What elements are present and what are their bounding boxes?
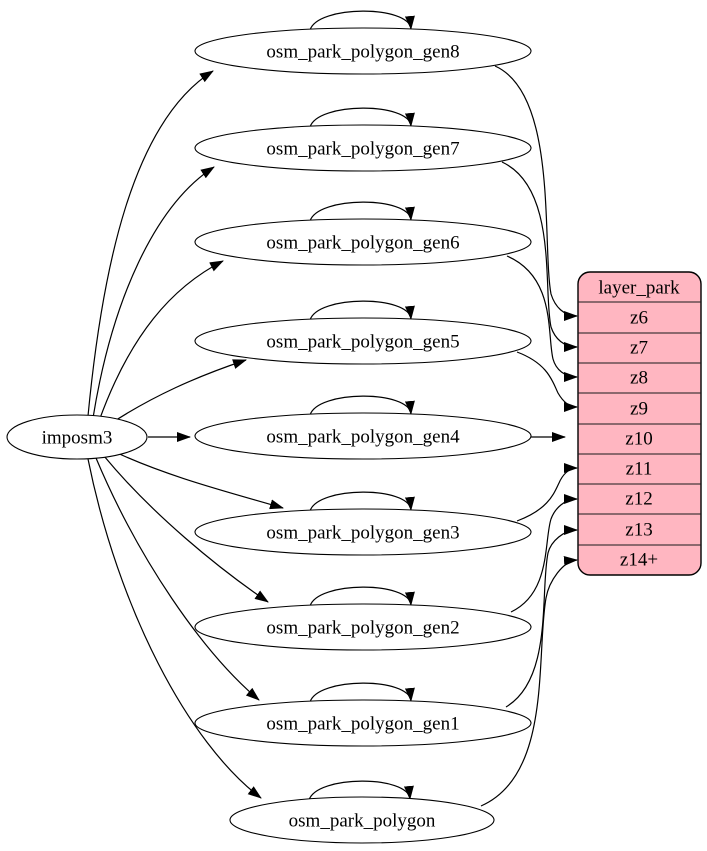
edge-imposm3-gen7 bbox=[92, 166, 215, 419]
node-osm-park-polygon-gen8: osm_park_polygon_gen8 bbox=[194, 27, 532, 75]
row-z11: z11 bbox=[626, 459, 653, 480]
row-z8: z8 bbox=[630, 368, 648, 389]
edge-gen8-z6 bbox=[494, 65, 578, 321]
edge-gen6-z8 bbox=[506, 255, 578, 382]
edge-gen7-z7 bbox=[501, 161, 578, 352]
gen3-ellipse bbox=[194, 508, 532, 556]
selfloop-gen4 bbox=[309, 395, 415, 416]
gen8-label: osm_park_polygon_gen8 bbox=[266, 42, 459, 63]
gen8-ellipse bbox=[194, 27, 532, 75]
gen6-label: osm_park_polygon_gen6 bbox=[266, 233, 459, 254]
gen2-label: osm_park_polygon_gen2 bbox=[266, 618, 459, 639]
edge-imposm3-gen3 bbox=[112, 450, 284, 510]
edge-polygon-z14 bbox=[480, 555, 578, 807]
edge-imposm3-gen6 bbox=[98, 260, 224, 422]
gen5-label: osm_park_polygon_gen5 bbox=[266, 332, 459, 353]
polygon-ellipse bbox=[229, 796, 495, 844]
selfloop-gen8 bbox=[309, 10, 415, 31]
row-z14: z14+ bbox=[620, 550, 658, 571]
gen6-ellipse bbox=[194, 218, 532, 266]
edge-gen3-z11 bbox=[516, 463, 578, 522]
row-z7: z7 bbox=[630, 338, 648, 359]
self-loop-edges bbox=[308, 10, 415, 801]
row-z6: z6 bbox=[630, 308, 648, 329]
row-z9: z9 bbox=[630, 399, 648, 420]
polygon-label: osm_park_polygon bbox=[289, 811, 436, 832]
gen7-ellipse bbox=[194, 124, 532, 172]
node-osm-park-polygon-gen2: osm_park_polygon_gen2 bbox=[194, 603, 532, 651]
edge-imposm3-gen8 bbox=[87, 70, 214, 417]
imposm3-ellipse bbox=[6, 414, 148, 460]
row-z10: z10 bbox=[625, 429, 652, 450]
layer-park-title: layer_park bbox=[598, 278, 680, 299]
row-z13: z13 bbox=[625, 520, 652, 541]
edge-gen2-z12 bbox=[510, 494, 578, 613]
gen7-label: osm_park_polygon_gen7 bbox=[266, 139, 459, 160]
gen4-ellipse bbox=[194, 412, 532, 460]
node-osm-park-polygon-gen4: osm_park_polygon_gen4 bbox=[194, 412, 532, 460]
gen1-label: osm_park_polygon_gen1 bbox=[266, 714, 459, 735]
selfloop-gen7 bbox=[309, 107, 415, 128]
imposm3-label: imposm3 bbox=[42, 428, 113, 449]
gen1-ellipse bbox=[194, 699, 532, 747]
edges-to-layer bbox=[480, 65, 578, 807]
edge-gen1-z13 bbox=[505, 525, 578, 708]
gen5-ellipse bbox=[194, 317, 532, 365]
gen3-label: osm_park_polygon_gen3 bbox=[266, 523, 459, 544]
edges-from-source bbox=[87, 70, 284, 799]
edge-imposm3-gen1 bbox=[95, 457, 260, 701]
node-osm-park-polygon-gen1: osm_park_polygon_gen1 bbox=[194, 699, 532, 747]
selfloop-gen1 bbox=[309, 682, 415, 703]
selfloop-gen2 bbox=[309, 586, 415, 607]
selfloop-gen5 bbox=[309, 300, 415, 321]
selfloop-gen3 bbox=[309, 491, 415, 512]
node-osm-park-polygon: osm_park_polygon bbox=[229, 796, 495, 844]
selfloop-gen6 bbox=[309, 201, 415, 222]
gen4-label: osm_park_polygon_gen4 bbox=[266, 427, 460, 448]
selfloop-polygon bbox=[308, 780, 414, 801]
node-osm-park-polygon-gen5: osm_park_polygon_gen5 bbox=[194, 317, 532, 365]
edge-imposm3-gen5 bbox=[106, 359, 247, 427]
edge-imposm3-gen2 bbox=[103, 455, 269, 603]
row-z12: z12 bbox=[625, 489, 652, 510]
node-osm-park-polygon-gen3: osm_park_polygon_gen3 bbox=[194, 508, 532, 556]
edge-imposm3-polygon bbox=[87, 458, 262, 799]
node-imposm3: imposm3 bbox=[6, 414, 148, 460]
layer-park-node: layer_park z6 z7 z8 z9 z10 z11 z12 z13 z… bbox=[577, 271, 702, 576]
gen2-ellipse bbox=[194, 603, 532, 651]
node-osm-park-polygon-gen6: osm_park_polygon_gen6 bbox=[194, 218, 532, 266]
edge-gen5-z9 bbox=[516, 351, 578, 412]
node-osm-park-polygon-gen7: osm_park_polygon_gen7 bbox=[194, 124, 532, 172]
